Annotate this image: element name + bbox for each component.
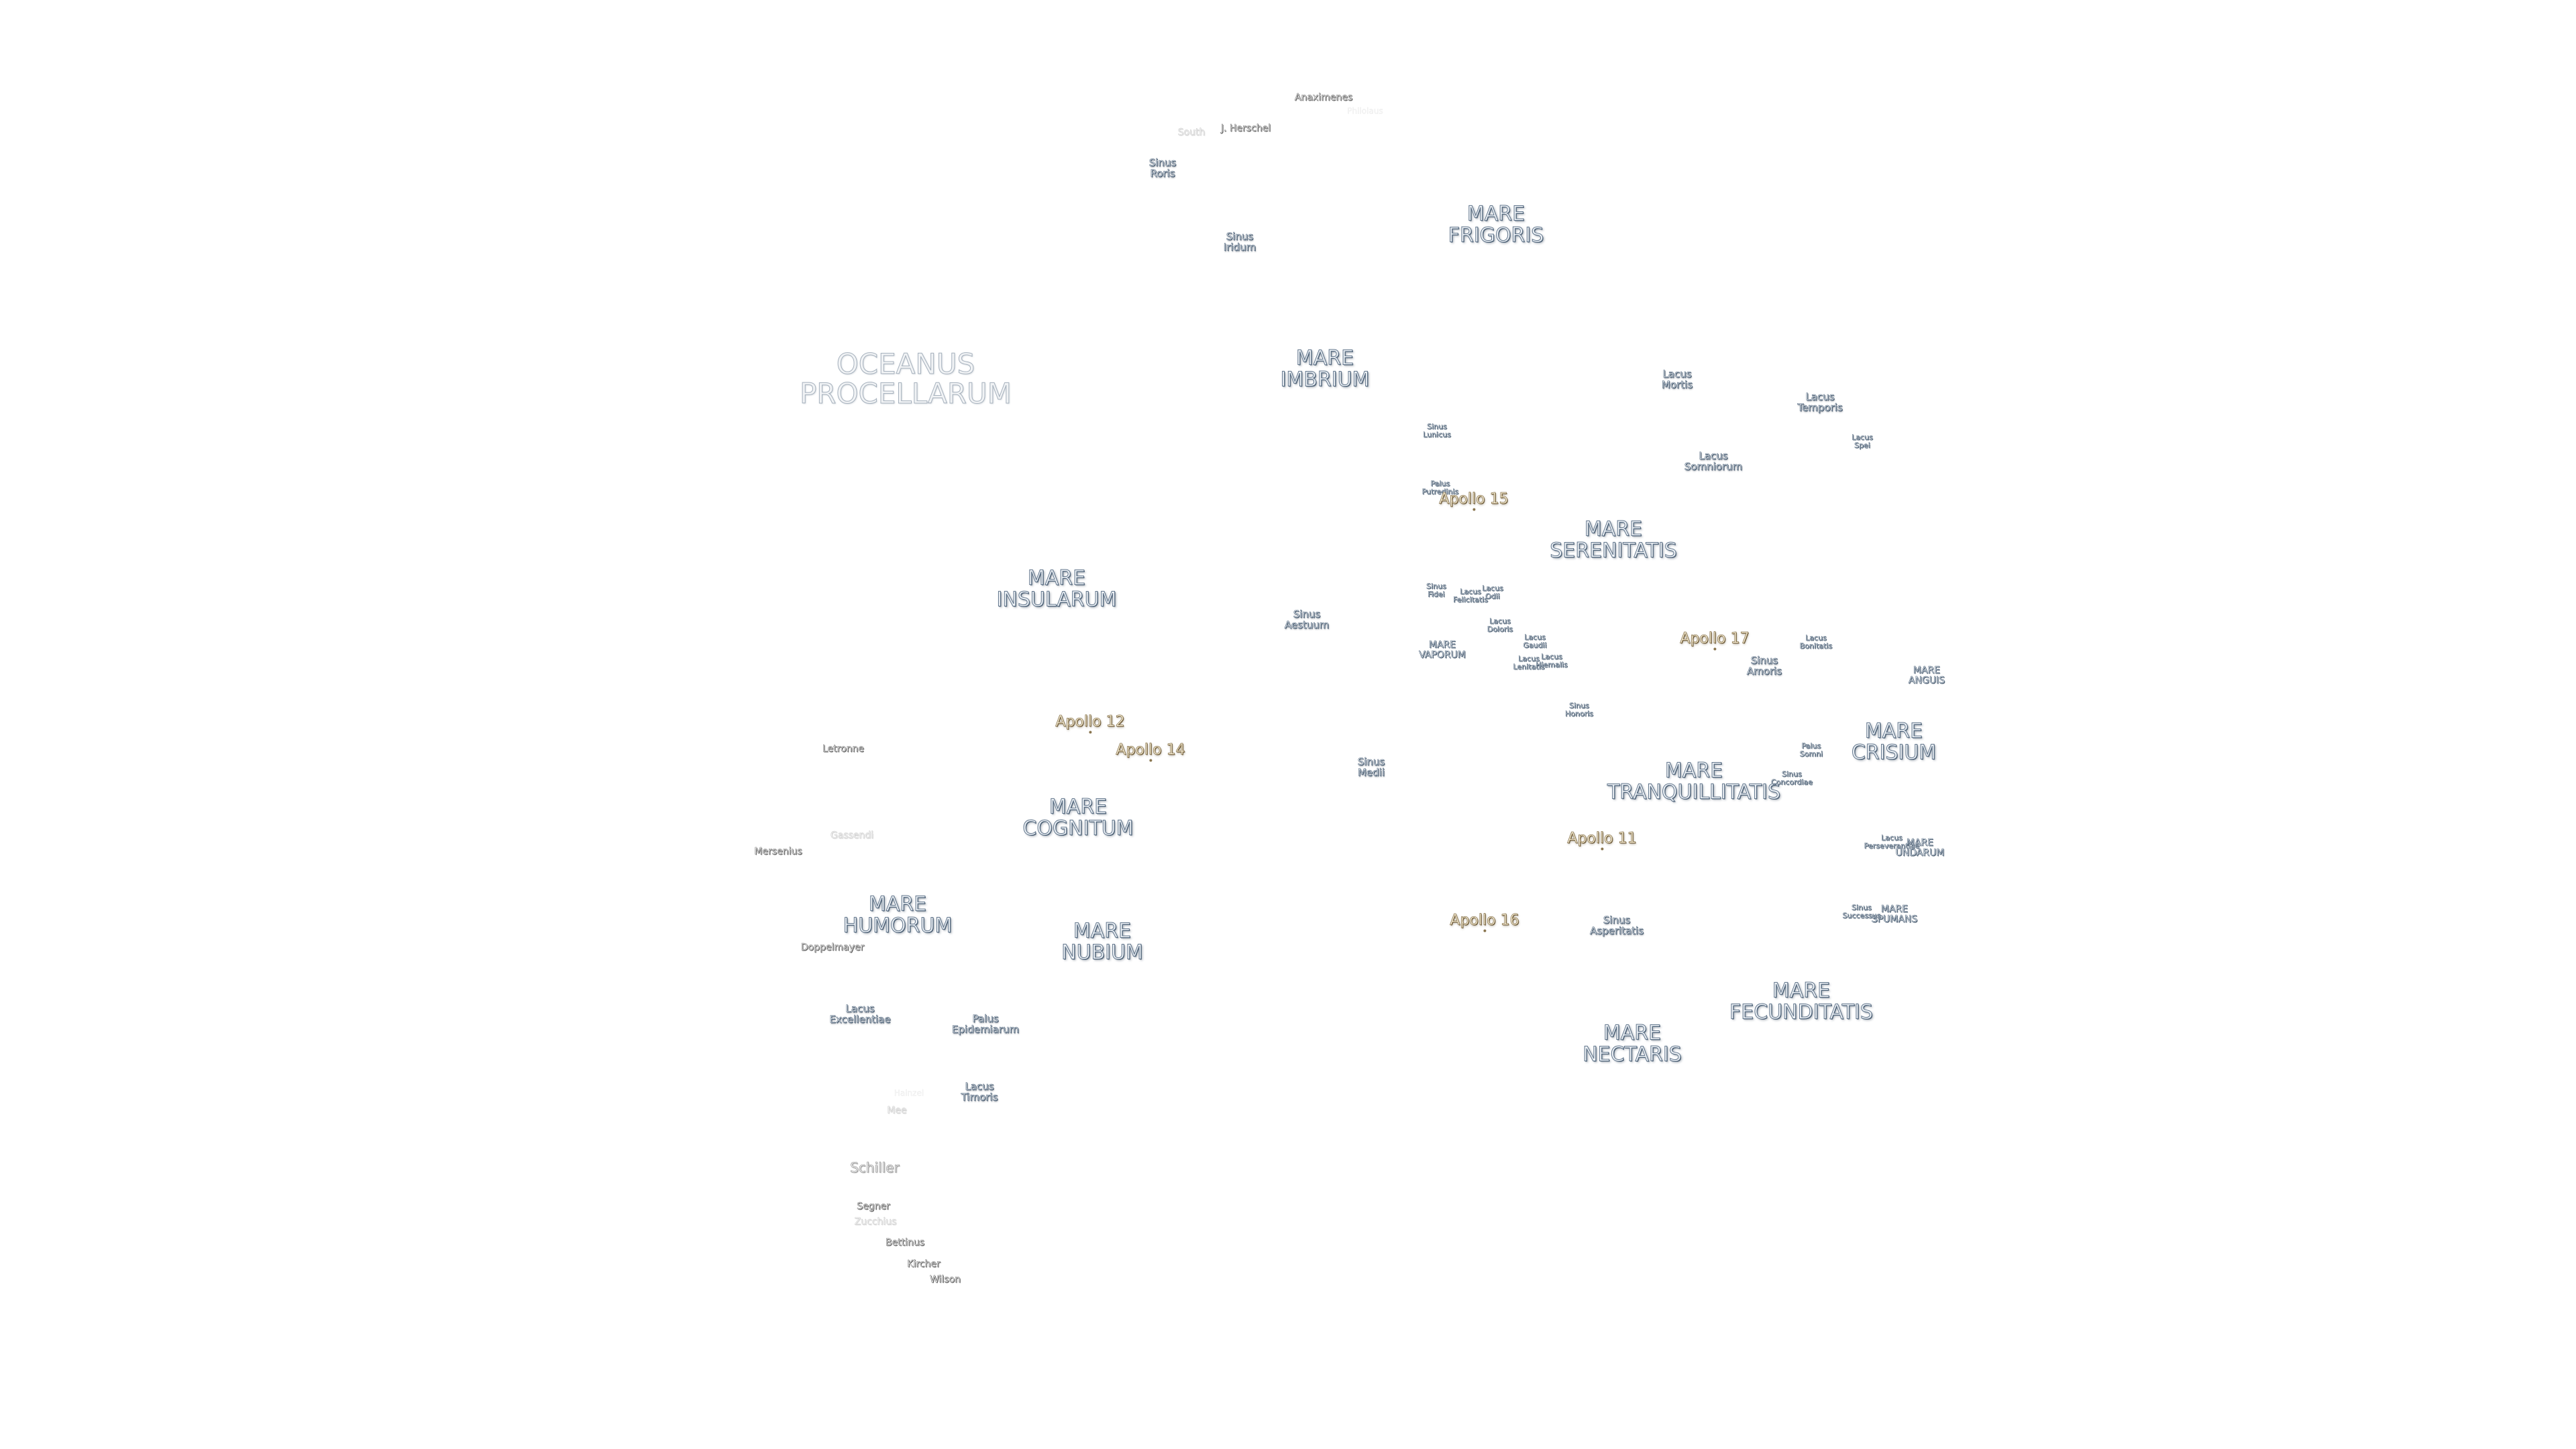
mare-label-serenitatis: MARE SERENITATIS — [1550, 517, 1677, 562]
feature-label-lacus-odii: Lacus Odii — [1482, 584, 1503, 600]
landing-site-apollo-12: Apollo 12 — [1055, 714, 1125, 733]
feature-label-lacus-excellentiae: Lacus Excellentiae — [829, 1002, 891, 1025]
feature-label-lacus-lenitatis: Lacus Lenitatis — [1513, 654, 1545, 671]
crater-label-philolaus: Philolaus — [1347, 106, 1383, 116]
feature-label-sinus-lunicus: Sinus Lunicus — [1423, 422, 1451, 439]
crater-label-wilson: Wilson — [929, 1274, 961, 1285]
crater-label-anaximenes: Anaximenes — [1294, 92, 1353, 103]
feature-label-sinus-amoris: Sinus Amoris — [1746, 654, 1782, 677]
mare-label-undarum: MARE UNDARUM — [1895, 837, 1945, 858]
landing-site-apollo-16: Apollo 16 — [1450, 912, 1519, 932]
crater-label-bettinus: Bettinus — [885, 1237, 925, 1248]
mare-label-anguis: MARE ANGUIS — [1908, 665, 1945, 686]
mare-label-tranquillitatis: MARE TRANQUILLITATIS — [1607, 759, 1781, 804]
mare-label-spumans: MARE SPUMANS — [1871, 904, 1918, 924]
feature-label-sinus-aestuum: Sinus Aestuum — [1284, 608, 1330, 631]
mare-label-fecunditatis: MARE FECUNDITATIS — [1729, 979, 1874, 1024]
feature-label-lacus-felicitatis: Lacus Felicitatis — [1453, 587, 1488, 604]
feature-label-sinus-successus: Sinus Successus — [1842, 903, 1881, 920]
mare-label-vaporum: MARE VAPORUM — [1419, 639, 1466, 660]
feature-label-lacus-timoris: Lacus Timoris — [961, 1080, 998, 1103]
feature-label-lacus-gaudii: Lacus Gaudii — [1523, 633, 1547, 649]
crater-label-segner: Segner — [857, 1201, 890, 1212]
landing-site-apollo-14: Apollo 14 — [1116, 742, 1185, 761]
mare-label-nubium: MARE NUBIUM — [1061, 919, 1144, 964]
crater-label-mee: Mee — [887, 1105, 907, 1116]
feature-label-sinus-asperitatis: Sinus Asperitatis — [1589, 914, 1644, 936]
mare-label-frigoris: MARE FRIGORIS — [1448, 202, 1544, 247]
feature-label-lacus-doloris: Lacus Doloris — [1487, 616, 1513, 633]
feature-label-lacus-temporis: Lacus Temporis — [1797, 390, 1843, 413]
crater-label-j-herschel: J. Herschel — [1220, 123, 1271, 134]
feature-label-sinus-concordiae: Sinus Concordiae — [1770, 769, 1813, 786]
feature-label-sinus-medii: Sinus Medii — [1357, 755, 1385, 778]
landing-site-apollo-11: Apollo 11 — [1567, 830, 1637, 850]
feature-label-lacus-spei: Lacus Spei — [1851, 433, 1873, 449]
feature-label-lacus-perseverantiae: Lacus Perseverantiae — [1864, 833, 1920, 850]
crater-label-gassendi: Gassendi — [830, 830, 874, 841]
feature-label-sinus-honoris: Sinus Honoris — [1564, 701, 1594, 718]
mare-label-cognitum: MARE COGNITUM — [1022, 795, 1134, 840]
mare-label-crisium: MARE CRISIUM — [1851, 719, 1937, 764]
mare-label-imbrium: MARE IMBRIUM — [1280, 346, 1370, 391]
feature-label-sinus-iridum: Sinus Iridum — [1223, 230, 1256, 253]
crater-label-doppelmayer: Doppelmayer — [800, 942, 865, 953]
mare-label-humorum: MARE HUMORUM — [843, 892, 953, 937]
mare-label-insularum: MARE INSULARUM — [996, 566, 1117, 611]
feature-label-lacus-bonitatis: Lacus Bonitatis — [1799, 633, 1833, 650]
feature-label-lacus-hiemalis: Lacus Hiemalis — [1536, 652, 1568, 669]
landing-site-apollo-17: Apollo 17 — [1680, 631, 1750, 650]
crater-label-kircher: Kircher — [907, 1258, 941, 1270]
feature-label-palus-somni: Palus Somni — [1799, 741, 1823, 758]
crater-label-letronne: Letronne — [822, 743, 865, 755]
crater-label-zucchius: Zucchius — [854, 1216, 897, 1228]
crater-label-schiller: Schiller — [850, 1159, 900, 1176]
feature-label-palus-epidemiarum: Palus Epidemiarum — [951, 1012, 1020, 1035]
mare-label-nectaris: MARE NECTARIS — [1582, 1021, 1682, 1066]
feature-label-sinus-roris: Sinus Roris — [1148, 156, 1177, 179]
feature-label-lacus-mortis: Lacus Mortis — [1661, 368, 1693, 390]
feature-label-sinus-fidei: Sinus Fidei — [1426, 582, 1446, 598]
crater-label-hainzel: Hainzel — [894, 1088, 924, 1098]
feature-label-lacus-somniorum: Lacus Somniorum — [1684, 449, 1743, 472]
oceanus-label: OCEANUS PROCELLARUM — [799, 347, 1012, 410]
crater-label-mersenius: Mersenius — [754, 846, 802, 857]
crater-label-south: South — [1177, 127, 1205, 138]
landing-site-apollo-15: Apollo 15 — [1439, 491, 1509, 511]
